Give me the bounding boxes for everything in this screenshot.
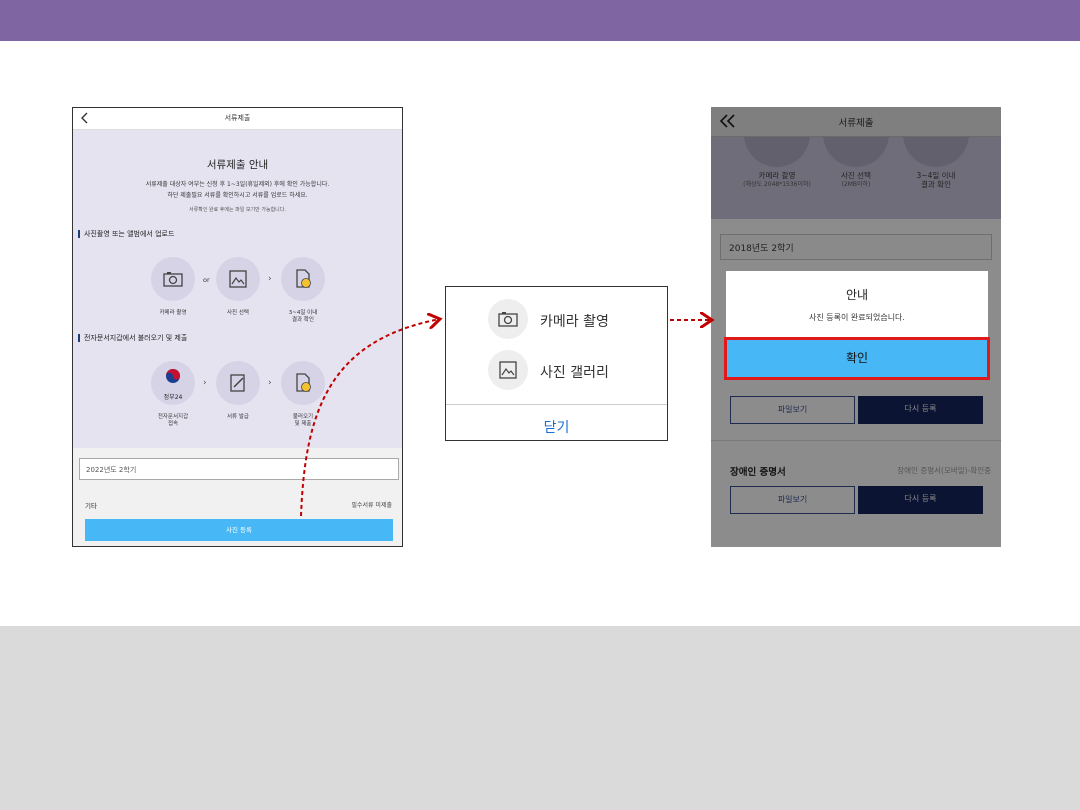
or-label: or: [203, 276, 210, 284]
camera-option-label: 카메라 촬영: [540, 314, 609, 330]
photo-step: [216, 257, 260, 301]
screen-header: 서류제출: [711, 107, 1001, 137]
photo-step-title: 사진 선택: [841, 171, 871, 180]
submit-step: [281, 361, 325, 405]
popup-close-button[interactable]: 닫기: [543, 420, 570, 436]
file-view-button[interactable]: 파일보기: [730, 486, 855, 514]
gov24-step: 정부24: [151, 361, 195, 405]
photo-step-label: 사진 선택: [227, 310, 249, 316]
gov24-label: 정부24: [163, 394, 183, 401]
arrow-icon: ›: [268, 378, 272, 388]
photo-register-button[interactable]: 사진 등록: [85, 519, 393, 541]
government-emblem-icon: [166, 369, 180, 383]
file-view-button[interactable]: 파일보기: [730, 396, 855, 424]
arrow-icon: ›: [203, 378, 207, 388]
screen-title: 서류제출: [838, 118, 874, 129]
guide-heading: 서류제출 안내: [206, 159, 269, 171]
document-title: 장애인 증명서: [730, 467, 786, 478]
guide-desc-line1: 서류제출 대상자 여부는 신청 후 1~3일(휴일제외) 후에 확인 가능합니다…: [145, 181, 330, 188]
photo-source-popup: 카메라 촬영 사진 갤러리 닫기: [445, 286, 668, 441]
issue-step-label: 서류 발급: [227, 414, 249, 420]
gallery-option-circle: [488, 350, 528, 390]
guide-desc-line3: 서류확인 완료 후에는 파일 보기만 가능합니다.: [189, 207, 286, 213]
camera-step-sub: (해상도 2048*1536이하): [743, 181, 811, 188]
dialog-title: 안내: [845, 288, 869, 302]
guide-desc-line2: 하단 제출필요 서류를 확인하시고 서류를 업로드 하세요.: [167, 192, 308, 199]
section-divider: [711, 440, 1001, 441]
document-status: 장애인 증명서(모바일)-확인중: [897, 466, 991, 475]
camera-step-title: 카메라 촬영: [758, 171, 796, 180]
upload-section-title: 사진촬영 또는 앨범에서 업로드: [78, 230, 174, 238]
completion-dialog: 안내 사진 등록이 완료되었습니다. 확인: [724, 271, 990, 380]
result-step-label: 3~4일 이내 결과 확인: [891, 171, 981, 189]
document-check-icon: [296, 373, 311, 392]
popup-divider: [446, 404, 667, 405]
arrow-icon: ›: [268, 274, 272, 284]
camera-option-circle: [488, 299, 528, 339]
double-chevron-back-icon[interactable]: [719, 113, 739, 129]
dialog-message: 사진 등록이 완료되었습니다.: [809, 313, 905, 322]
document-type-label: 기타: [85, 502, 97, 510]
photo-icon: [499, 361, 517, 379]
slide-top-bar: [0, 0, 1080, 41]
wallet-step-label: 전자문서지갑 접속: [157, 414, 189, 427]
camera-option[interactable]: 카메라 촬영: [488, 299, 658, 339]
gallery-option[interactable]: 사진 갤러리: [488, 350, 658, 390]
semester-select[interactable]: 2022년도 2학기: [79, 458, 399, 480]
camera-icon: [498, 312, 518, 327]
result-step-title2: 결과 확인: [921, 180, 951, 189]
re-register-button[interactable]: 다시 등록: [858, 396, 983, 424]
semester-select[interactable]: 2018년도 2학기: [720, 234, 992, 260]
guide-panel: 서류제출 안내 서류제출 대상자 여부는 신청 후 1~3일(휴일제외) 후에 …: [73, 130, 402, 448]
camera-step-label: 카메라 촬영: [159, 310, 187, 316]
dialog-confirm-button[interactable]: 확인: [724, 337, 990, 380]
required-status: 필수서류 미제출: [351, 502, 392, 509]
gallery-option-label: 사진 갤러리: [540, 365, 609, 381]
back-chevron-icon[interactable]: [78, 110, 92, 126]
camera-step-label: 카메라 촬영 (해상도 2048*1536이하): [732, 171, 822, 189]
result-step-label: 3~4일 이내 결과 확인: [288, 310, 318, 323]
photo-step-sub: (2MB이하): [841, 181, 871, 188]
photo-icon: [229, 270, 247, 288]
slide-bottom-band: [0, 626, 1080, 810]
camera-icon: [163, 272, 183, 287]
re-register-button[interactable]: 다시 등록: [858, 486, 983, 514]
issue-step: [216, 361, 260, 405]
submit-step-label: 불러오기 및 제출: [292, 414, 314, 427]
edit-document-icon: [230, 374, 245, 392]
screen-header: 서류제출: [73, 108, 402, 130]
document-submit-screen: 서류제출 서류제출 안내 서류제출 대상자 여부는 신청 후 1~3일(휴일제외…: [72, 107, 403, 547]
document-check-icon: [296, 269, 311, 288]
wallet-section-title: 전자문서지갑에서 불러오기 및 제출: [78, 334, 187, 342]
screen-title: 서류제출: [224, 114, 251, 122]
result-step-title: 3~4일 이내: [916, 171, 956, 180]
camera-step: [151, 257, 195, 301]
result-step: [281, 257, 325, 301]
photo-step-label: 사진 선택 (2MB이하): [811, 171, 901, 189]
